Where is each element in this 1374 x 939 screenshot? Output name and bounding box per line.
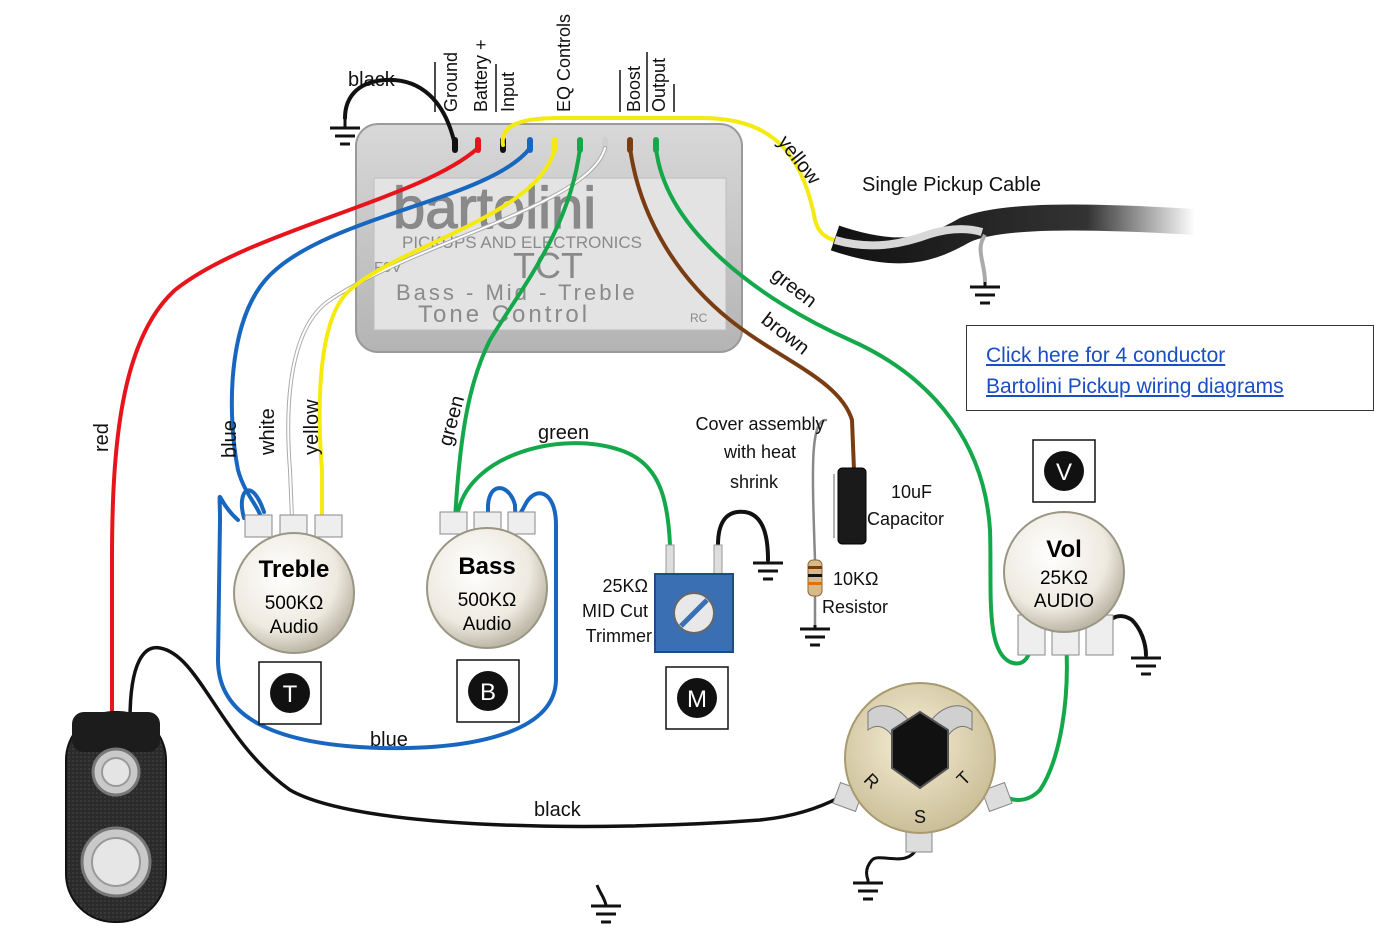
svg-text:Cover assembly: Cover assembly (695, 414, 824, 434)
capacitor-line2: Capacitor (867, 509, 944, 529)
trimmer-line2: MID Cut (582, 601, 648, 621)
svg-text:blue: blue (370, 729, 408, 751)
vol-pot: Vol 25KΩ AUDIO (1003, 511, 1125, 656)
wire-green-vol (654, 146, 1034, 666)
wire-blue-treble (229, 146, 532, 522)
bass-badge: B (456, 659, 520, 723)
svg-text:red: red (91, 423, 113, 452)
resistor-line2: Resistor (822, 597, 888, 617)
tct-module: bartolini PICKUPS AND ELECTRONICS F9V TC… (355, 123, 743, 353)
treble-taper: Audio (270, 617, 319, 638)
trimmer-line1: 25KΩ (603, 576, 648, 596)
treble-badge: T (258, 661, 322, 725)
trimmer-badge: M (665, 666, 729, 730)
svg-text:shrink: shrink (730, 472, 779, 492)
vol-taper: AUDIO (1034, 591, 1094, 612)
module-model: TCT (513, 245, 583, 286)
svg-text:B: B (480, 679, 496, 706)
svg-text:M: M (687, 686, 707, 713)
svg-text:black: black (348, 69, 396, 91)
svg-text:black: black (534, 799, 582, 821)
bass-taper: Audio (463, 614, 512, 635)
label-ground: Ground (441, 52, 461, 112)
output-jack: R S T (832, 682, 1013, 853)
trimmer-line3: Trimmer (586, 626, 652, 646)
wiring-link-box: Click here for 4 conductor Bartolini Pic… (966, 325, 1374, 411)
terminal-labels: Ground Battery + Input EQ Controls Boost… (434, 14, 675, 112)
mid-trimmer: 25KΩ MID Cut Trimmer (582, 544, 734, 653)
module-brand: bartolini (393, 176, 596, 241)
vol-badge: V (1032, 439, 1096, 503)
cover-label: Cover assembly with heat shrink (695, 414, 824, 492)
label-eq: EQ Controls (554, 14, 574, 112)
ground-icon (753, 560, 783, 581)
cable-label: Single Pickup Cable (862, 174, 1041, 196)
svg-text:T: T (283, 681, 298, 708)
resistor-line1: 10KΩ (833, 569, 878, 589)
battery-clip (65, 711, 167, 923)
svg-text:yellow: yellow (301, 399, 323, 455)
pickup-cable: Single Pickup Cable (830, 174, 1196, 283)
link-line1[interactable]: Click here for 4 conductor (986, 344, 1226, 367)
link-line2[interactable]: Bartolini Pickup wiring diagrams (986, 375, 1284, 398)
ground-icon (591, 884, 621, 924)
label-battery: Battery + (471, 39, 491, 112)
bass-value: 500KΩ (458, 590, 517, 611)
capacitor-line1: 10uF (891, 482, 932, 502)
wire-black-bottom (128, 645, 842, 829)
ground-icon (853, 880, 883, 901)
ground-icon (1131, 655, 1161, 676)
svg-text:V: V (1056, 459, 1072, 486)
ground-symbols (330, 118, 1161, 924)
svg-text:green: green (538, 422, 589, 444)
label-output: Output (649, 58, 669, 112)
treble-value: 500KΩ (265, 593, 324, 614)
wire-black-top (343, 77, 457, 147)
label-boost: Boost (624, 66, 644, 112)
module-corner: RC (690, 311, 708, 325)
ground-icon (330, 118, 360, 146)
bass-title: Bass (458, 553, 515, 580)
resistor: 10KΩ Resistor (807, 559, 888, 617)
vol-title: Vol (1046, 536, 1082, 563)
treble-title: Treble (259, 556, 330, 583)
wire-green-trimmer (456, 441, 672, 547)
svg-text:yellow: yellow (773, 132, 825, 190)
wire-green-jack (1000, 638, 1069, 802)
svg-text:white: white (257, 408, 279, 456)
treble-pot: Treble 500KΩ Audio (233, 514, 355, 654)
wire-yellow-treble (317, 146, 557, 520)
ground-icon (970, 282, 1000, 305)
jack-s: S (914, 807, 926, 827)
bass-pot: Bass 500KΩ Audio (426, 511, 548, 649)
wire-brown (628, 146, 856, 472)
wire-blue-loop (215, 486, 558, 751)
vol-value: 25KΩ (1040, 568, 1088, 589)
label-input: Input (498, 72, 518, 112)
capacitor: 10uF Capacitor (833, 467, 944, 545)
svg-text:blue: blue (219, 420, 241, 458)
wire-red (110, 146, 480, 717)
wire-green-bass (453, 146, 582, 522)
svg-text:green: green (767, 264, 821, 313)
wire-yellow-input (500, 116, 837, 242)
svg-text:with heat: with heat (723, 442, 796, 462)
ground-icon (800, 625, 830, 647)
wires (110, 77, 1148, 882)
